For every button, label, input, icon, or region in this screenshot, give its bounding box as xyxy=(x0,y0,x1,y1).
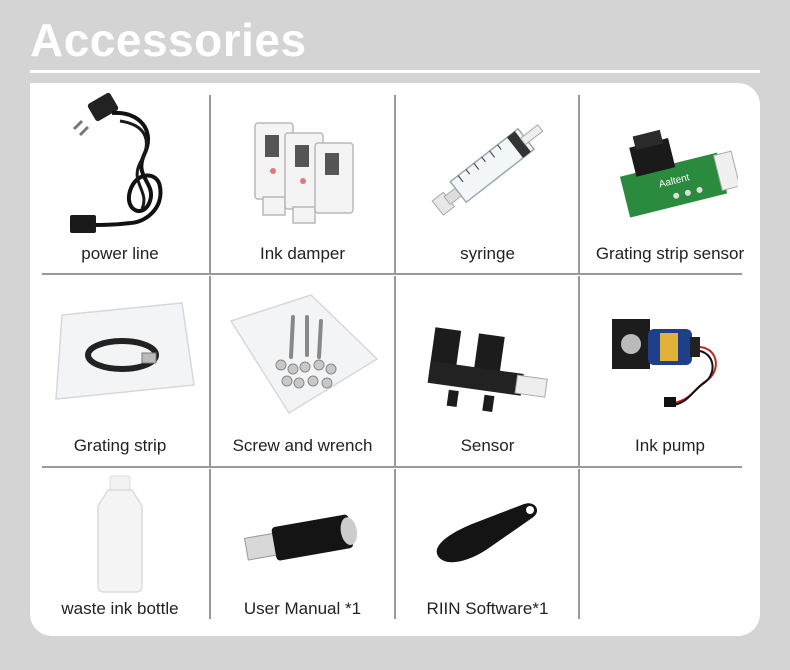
accessory-sensor: Sensor xyxy=(396,275,579,467)
grid-divider xyxy=(394,95,396,273)
accessory-power-line: power line xyxy=(30,83,210,273)
accessory-label: Ink damper xyxy=(259,244,346,263)
accessory-label: Sensor xyxy=(460,436,515,455)
optical-sensor-icon xyxy=(427,327,548,412)
screws-icon xyxy=(229,294,379,415)
grid-divider xyxy=(394,276,396,466)
page-title: Accessories xyxy=(30,14,307,66)
accessory-riin-software: RIIN Software*1 xyxy=(396,468,579,618)
bottle-icon xyxy=(97,475,143,593)
grid-divider xyxy=(209,276,211,466)
syringe-icon xyxy=(431,124,544,216)
accessory-label: Ink pump xyxy=(635,436,705,455)
grating-strip-icon xyxy=(55,302,195,400)
accessory-label: Screw and wrench xyxy=(232,436,373,455)
grid-divider xyxy=(209,469,211,619)
accessory-grating-strip-sensor: Aaltent Grating strip sensor xyxy=(580,83,760,273)
accessory-label: syringe xyxy=(460,244,515,263)
grid-divider xyxy=(578,276,580,466)
accessory-syringe: syringe xyxy=(396,83,579,273)
accessory-ink-damper: Ink damper xyxy=(211,83,394,273)
accessories-panel: power line Ink damper xyxy=(30,83,760,636)
grid-divider xyxy=(394,469,396,619)
ink-damper-icon xyxy=(254,122,354,224)
accessory-grating-strip: Grating strip xyxy=(30,275,210,467)
dongle-key-icon xyxy=(436,503,538,563)
accessory-label: RIIN Software*1 xyxy=(426,599,549,618)
accessory-waste-ink-bottle: waste ink bottle xyxy=(30,468,210,618)
grid-divider xyxy=(578,95,580,273)
accessory-ink-pump: Ink pump xyxy=(580,275,760,467)
accessory-label: power line xyxy=(81,244,159,263)
accessory-user-manual: User Manual *1 xyxy=(211,468,394,618)
usb-drive-icon xyxy=(243,514,358,561)
accessory-label: User Manual *1 xyxy=(243,599,362,618)
grid-divider xyxy=(578,469,580,619)
grid-divider xyxy=(209,95,211,273)
accessory-label: Grating strip sensor xyxy=(595,244,745,263)
power-cord-icon xyxy=(70,92,163,233)
accessory-label: Grating strip xyxy=(73,436,167,455)
ink-pump-icon xyxy=(612,319,717,407)
grid-divider xyxy=(42,466,742,468)
sensor-board-icon: Aaltent xyxy=(619,129,738,218)
accessory-label: waste ink bottle xyxy=(61,599,179,618)
title-underline xyxy=(30,70,760,73)
grid-divider xyxy=(42,273,742,275)
accessory-screw-and-wrench: Screw and wrench xyxy=(211,275,394,467)
